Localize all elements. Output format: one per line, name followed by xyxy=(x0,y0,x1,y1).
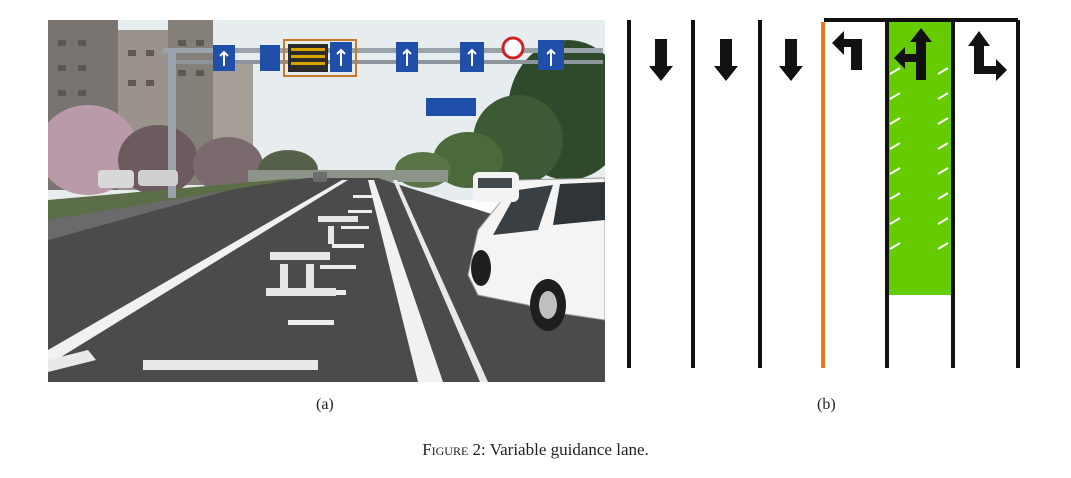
panel-label-b: (b) xyxy=(817,396,836,413)
left-turn-arrow-icon xyxy=(832,31,862,70)
road-photo xyxy=(48,20,605,382)
variable-lane-hatching xyxy=(889,67,949,250)
figure-number: Figure 2: xyxy=(422,440,486,459)
figure-caption: Figure 2: Variable guidance lane. xyxy=(0,440,1071,460)
down-arrow-icon xyxy=(779,39,803,81)
straight-left-arrow-icon xyxy=(894,28,932,80)
figure-title: Variable guidance lane. xyxy=(489,440,649,459)
road-photo-illustration xyxy=(48,20,605,382)
down-arrow-icon xyxy=(649,39,673,81)
lane-diagram-illustration xyxy=(627,18,1020,368)
panel-label-a: (a) xyxy=(316,396,334,413)
straight-right-arrow-icon xyxy=(968,31,1007,81)
white-car xyxy=(467,177,605,331)
lane-diagram xyxy=(622,14,1027,372)
down-arrow-icon xyxy=(714,39,738,81)
